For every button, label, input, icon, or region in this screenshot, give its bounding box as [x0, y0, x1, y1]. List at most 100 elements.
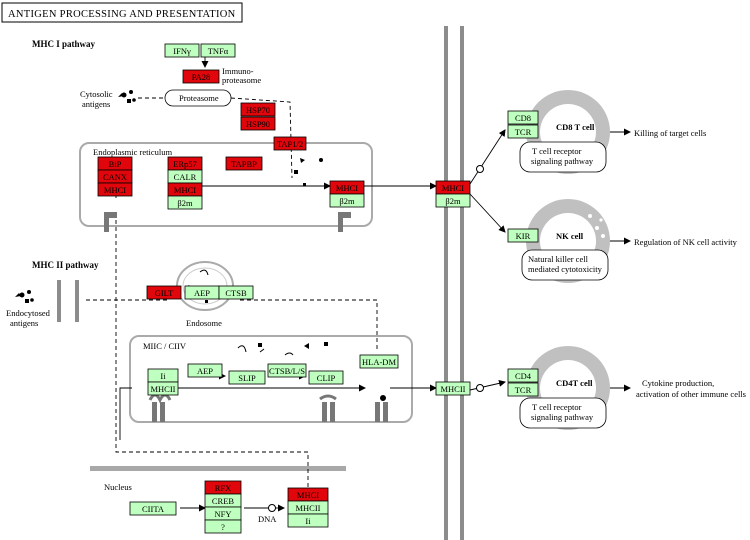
gene-label[interactable]: AEP — [197, 366, 213, 376]
gene-label[interactable]: CLIP — [317, 373, 336, 383]
gene-mhc1-er[interactable]: MHCI — [97, 182, 133, 197]
gene-mhc2-membrane[interactable]: MHCII — [435, 381, 471, 396]
gene-label[interactable]: HSP70 — [246, 105, 270, 115]
gene-ii-nuc[interactable]: Ii — [287, 513, 329, 528]
gene-box-bg[interactable] — [507, 110, 539, 125]
gene-label[interactable]: MHCI — [174, 185, 196, 195]
gene-label[interactable]: MHCI — [104, 185, 126, 195]
gene-mhc2-nuc[interactable]: MHCII — [287, 500, 329, 515]
gene-label[interactable]: β2m — [445, 196, 461, 206]
gene-box-bg[interactable] — [129, 501, 177, 516]
gene-kir[interactable]: KIR — [507, 228, 539, 243]
gene-label[interactable]: SLIP — [238, 373, 256, 383]
gene-label[interactable]: HLA-DM — [362, 357, 396, 367]
gene-label[interactable]: CD8 — [515, 113, 531, 123]
gene-label[interactable]: ? — [221, 522, 225, 532]
gene-box-bg[interactable] — [267, 363, 307, 378]
nk-pathway-1[interactable]: Natural killer cell — [528, 254, 589, 264]
gene-label[interactable]: MHCI — [442, 183, 464, 193]
gene-box-bg[interactable] — [97, 182, 133, 197]
gene-box-bg[interactable] — [147, 381, 179, 396]
gene-label[interactable]: AEP — [194, 288, 210, 298]
gene-box-bg[interactable] — [507, 124, 539, 139]
gene-pa28[interactable]: PA28 — [182, 69, 220, 84]
gene-box-bg[interactable] — [228, 370, 266, 385]
gene-aep-endo[interactable]: AEP — [184, 285, 220, 300]
gene-calr[interactable]: CALR — [167, 169, 203, 184]
gene-ifng[interactable]: IFNγ — [164, 43, 200, 58]
gene-box-bg[interactable] — [240, 116, 276, 131]
gene-mhc1-nuc[interactable]: MHCI — [287, 487, 329, 502]
gene-label[interactable]: TCR — [515, 127, 532, 137]
gene-ii[interactable]: Ii — [147, 368, 179, 383]
gene-creb[interactable]: CREB — [204, 493, 242, 508]
gene-ctsb[interactable]: CTSB — [218, 285, 254, 300]
gene-tcr-cd4[interactable]: TCR — [507, 382, 539, 397]
gene-label[interactable]: CTSB/L/S — [269, 366, 305, 376]
cd8-pathway-1[interactable]: T cell receptor — [532, 146, 582, 156]
gene-ciita[interactable]: CIITA — [129, 501, 177, 516]
gene-box-bg[interactable] — [167, 195, 203, 210]
gene-box-bg[interactable] — [507, 382, 539, 397]
gene-label[interactable]: PA28 — [192, 72, 211, 82]
gene-box-bg[interactable] — [273, 136, 307, 151]
gene-label[interactable]: MHCI — [297, 490, 319, 500]
gene-label[interactable]: CD4 — [515, 371, 532, 381]
gene-box-bg[interactable] — [182, 69, 220, 84]
gene-hsp70[interactable]: HSP70 — [240, 102, 276, 117]
gene-label[interactable]: TAP1/2 — [277, 139, 303, 149]
gene-cd8[interactable]: CD8 — [507, 110, 539, 125]
gene-tnfa[interactable]: TNFα — [200, 43, 236, 58]
gene-box-bg[interactable] — [146, 285, 182, 300]
gene-label[interactable]: CTSB — [225, 288, 247, 298]
gene-label[interactable]: ERp57 — [173, 159, 197, 169]
gene-label[interactable]: IFNγ — [173, 46, 191, 56]
gene-box-bg[interactable] — [287, 513, 329, 528]
gene-box-bg[interactable] — [187, 363, 223, 378]
gene-clip[interactable]: CLIP — [308, 370, 344, 385]
gene-label[interactable]: NFY — [214, 509, 231, 519]
gene-aep-miic[interactable]: AEP — [187, 363, 223, 378]
cd8-pathway-2[interactable]: signaling pathway — [531, 156, 594, 166]
gene-label[interactable]: β2m — [177, 198, 193, 208]
gene-box-bg[interactable] — [200, 43, 236, 58]
gene-label[interactable]: β2m — [339, 196, 355, 206]
gene-label[interactable]: CIITA — [142, 504, 165, 514]
gene-erp57[interactable]: ERp57 — [167, 156, 203, 171]
gene-label[interactable]: TCR — [515, 385, 532, 395]
gene-label[interactable]: MHCII — [150, 384, 175, 394]
gene-label[interactable]: GILT — [155, 288, 174, 298]
gene-label[interactable]: MHCII — [295, 503, 320, 513]
gene-mhc1-membrane[interactable]: MHCI — [435, 180, 471, 195]
gene-canx-er[interactable]: CANX — [97, 169, 133, 184]
gene-label[interactable]: RFX — [215, 483, 232, 493]
gene-label[interactable]: CREB — [212, 496, 235, 506]
gene-box-bg[interactable] — [507, 368, 539, 383]
gene-label[interactable]: Ii — [305, 516, 311, 526]
gene-box-bg[interactable] — [329, 193, 365, 208]
cd4-pathway-2[interactable]: signaling pathway — [531, 412, 594, 422]
gene-gilt[interactable]: GILT — [146, 285, 182, 300]
gene-label[interactable]: HSP90 — [246, 119, 270, 129]
gene-label[interactable]: MHCII — [440, 384, 465, 394]
gene-label[interactable]: BiP — [109, 159, 122, 169]
gene-tapbp[interactable]: TAPBP — [225, 156, 263, 171]
gene-box-bg[interactable] — [204, 519, 242, 534]
gene-box-bg[interactable] — [164, 43, 200, 58]
gene-box-bg[interactable] — [218, 285, 254, 300]
gene-label[interactable]: TAPBP — [231, 159, 257, 169]
gene-mhc2-miic[interactable]: MHCII — [147, 381, 179, 396]
gene-label[interactable]: MHCI — [336, 183, 358, 193]
gene-rfx[interactable]: RFX — [204, 480, 242, 495]
nk-pathway-2[interactable]: mediated cytotoxicity — [528, 264, 603, 274]
gene-hsp90[interactable]: HSP90 — [240, 116, 276, 131]
gene-b2m-mid[interactable]: β2m — [167, 195, 203, 210]
gene-ctsb-ls[interactable]: CTSB/L/S — [267, 363, 307, 378]
gene-unknown[interactable]: ? — [204, 519, 242, 534]
gene-hla-dm[interactable]: HLA-DM — [359, 354, 399, 369]
gene-nfy[interactable]: NFY — [204, 506, 242, 521]
gene-bip[interactable]: BiP — [97, 156, 133, 171]
gene-box-bg[interactable] — [240, 102, 276, 117]
gene-b2m-membrane[interactable]: β2m — [435, 193, 471, 208]
gene-tcr-cd8[interactable]: TCR — [507, 124, 539, 139]
